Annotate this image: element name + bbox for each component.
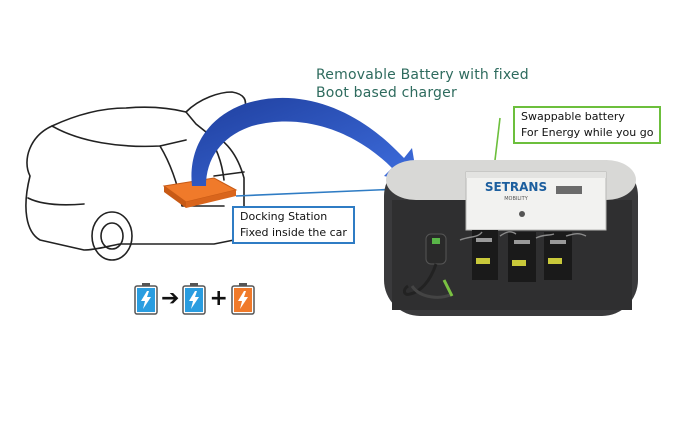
docking-callout-line-2: Fixed inside the car — [240, 226, 347, 239]
swappable-callout-line-1: Swappable battery — [521, 110, 625, 123]
battery-icon-blue-2 — [182, 283, 207, 315]
arrow-symbol: ➔ — [161, 286, 180, 311]
charger-cabinet — [465, 171, 607, 231]
svg-text:MOBILITY: MOBILITY — [504, 196, 528, 202]
heading-line-2: Boot based charger — [316, 85, 457, 101]
svg-text:SETRANS: SETRANS — [485, 180, 547, 194]
battery-icon-orange — [231, 283, 255, 315]
swappable-battery-callout: Swappable battery For Energy while you g… — [513, 106, 662, 144]
battery-icon-blue — [134, 283, 158, 315]
heading-line-1: Removable Battery with fixed — [316, 67, 529, 83]
charging-plug — [402, 233, 454, 299]
docking-callout-line-1: Docking Station — [240, 210, 328, 223]
swappable-battery-packs — [472, 230, 572, 282]
plus-symbol: + — [209, 286, 228, 311]
car-outline — [25, 91, 247, 261]
curved-arrow — [191, 97, 418, 186]
swappable-callout-line-2: For Energy while you go — [521, 126, 654, 139]
charger-photo — [384, 160, 638, 316]
docking-station-callout: Docking Station Fixed inside the car — [232, 206, 355, 244]
brand-logo: SETRANS MOBILITY — [485, 180, 547, 202]
heading-text: Removable Battery with fixed Boot based … — [316, 66, 529, 102]
battery-equation: ➔ + — [134, 283, 255, 315]
